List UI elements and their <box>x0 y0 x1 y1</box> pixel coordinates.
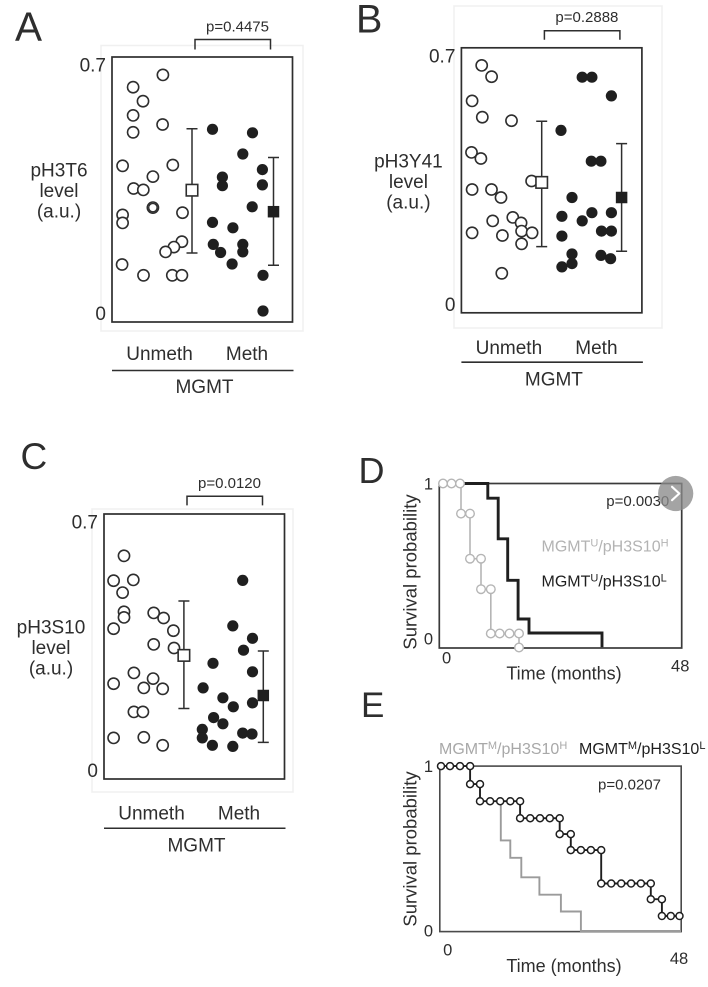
svg-text:Survival probability: Survival probability <box>400 494 421 650</box>
svg-text:MGMTU/pH3S10L: MGMTU/pH3S10L <box>542 573 667 591</box>
svg-text:Meth: Meth <box>218 804 260 825</box>
svg-text:Time (months): Time (months) <box>506 956 621 976</box>
svg-text:0: 0 <box>424 923 433 941</box>
svg-text:Survival probability: Survival probability <box>400 771 421 927</box>
svg-text:MGMT: MGMT <box>525 370 583 391</box>
svg-text:pH3S10: pH3S10 <box>17 618 86 639</box>
svg-text:pH3Y41: pH3Y41 <box>374 151 443 172</box>
svg-text:p=0.2888: p=0.2888 <box>555 9 618 26</box>
svg-text:Meth: Meth <box>226 344 268 365</box>
svg-text:D: D <box>359 450 385 491</box>
svg-text:level: level <box>31 638 70 659</box>
svg-text:MGMTU/pH3S10H: MGMTU/pH3S10H <box>542 538 669 556</box>
svg-text:p=0.0120: p=0.0120 <box>198 475 261 492</box>
svg-text:E: E <box>361 686 384 725</box>
svg-text:MGMT: MGMT <box>175 377 233 398</box>
svg-text:p=0.0030: p=0.0030 <box>606 493 669 510</box>
svg-text:p=0.4475: p=0.4475 <box>206 19 269 36</box>
svg-text:0: 0 <box>424 631 433 649</box>
svg-text:0.7: 0.7 <box>429 46 455 67</box>
svg-text:0.7: 0.7 <box>72 513 98 534</box>
svg-text:48: 48 <box>670 950 688 968</box>
svg-text:0: 0 <box>443 942 452 960</box>
svg-text:MGMTM/pH3S10H: MGMTM/pH3S10H <box>439 740 567 758</box>
svg-text:(a.u.): (a.u.) <box>386 192 430 213</box>
svg-text:pH3T6: pH3T6 <box>30 161 87 182</box>
svg-text:0.7: 0.7 <box>80 56 106 77</box>
svg-text:0: 0 <box>442 650 451 668</box>
svg-text:level: level <box>389 172 428 193</box>
svg-text:(a.u.): (a.u.) <box>29 659 73 680</box>
svg-text:Time (months): Time (months) <box>506 664 621 684</box>
svg-text:MGMTM/pH3S10L: MGMTM/pH3S10L <box>579 740 705 758</box>
svg-text:A: A <box>15 3 42 49</box>
svg-text:0: 0 <box>87 761 98 782</box>
svg-text:Meth: Meth <box>575 338 617 359</box>
svg-text:1: 1 <box>424 476 433 494</box>
svg-text:1: 1 <box>424 758 433 776</box>
svg-text:B: B <box>356 0 382 42</box>
svg-text:48: 48 <box>671 658 689 676</box>
svg-text:MGMT: MGMT <box>167 836 225 857</box>
svg-text:Unmeth: Unmeth <box>476 338 543 359</box>
svg-text:C: C <box>21 436 48 477</box>
svg-text:Unmeth: Unmeth <box>118 804 185 825</box>
svg-text:p=0.0207: p=0.0207 <box>598 777 661 794</box>
svg-text:(a.u.): (a.u.) <box>37 202 81 223</box>
svg-text:0: 0 <box>445 295 456 316</box>
svg-text:level: level <box>39 181 78 202</box>
svg-text:Unmeth: Unmeth <box>126 344 193 365</box>
svg-text:0: 0 <box>95 304 106 325</box>
